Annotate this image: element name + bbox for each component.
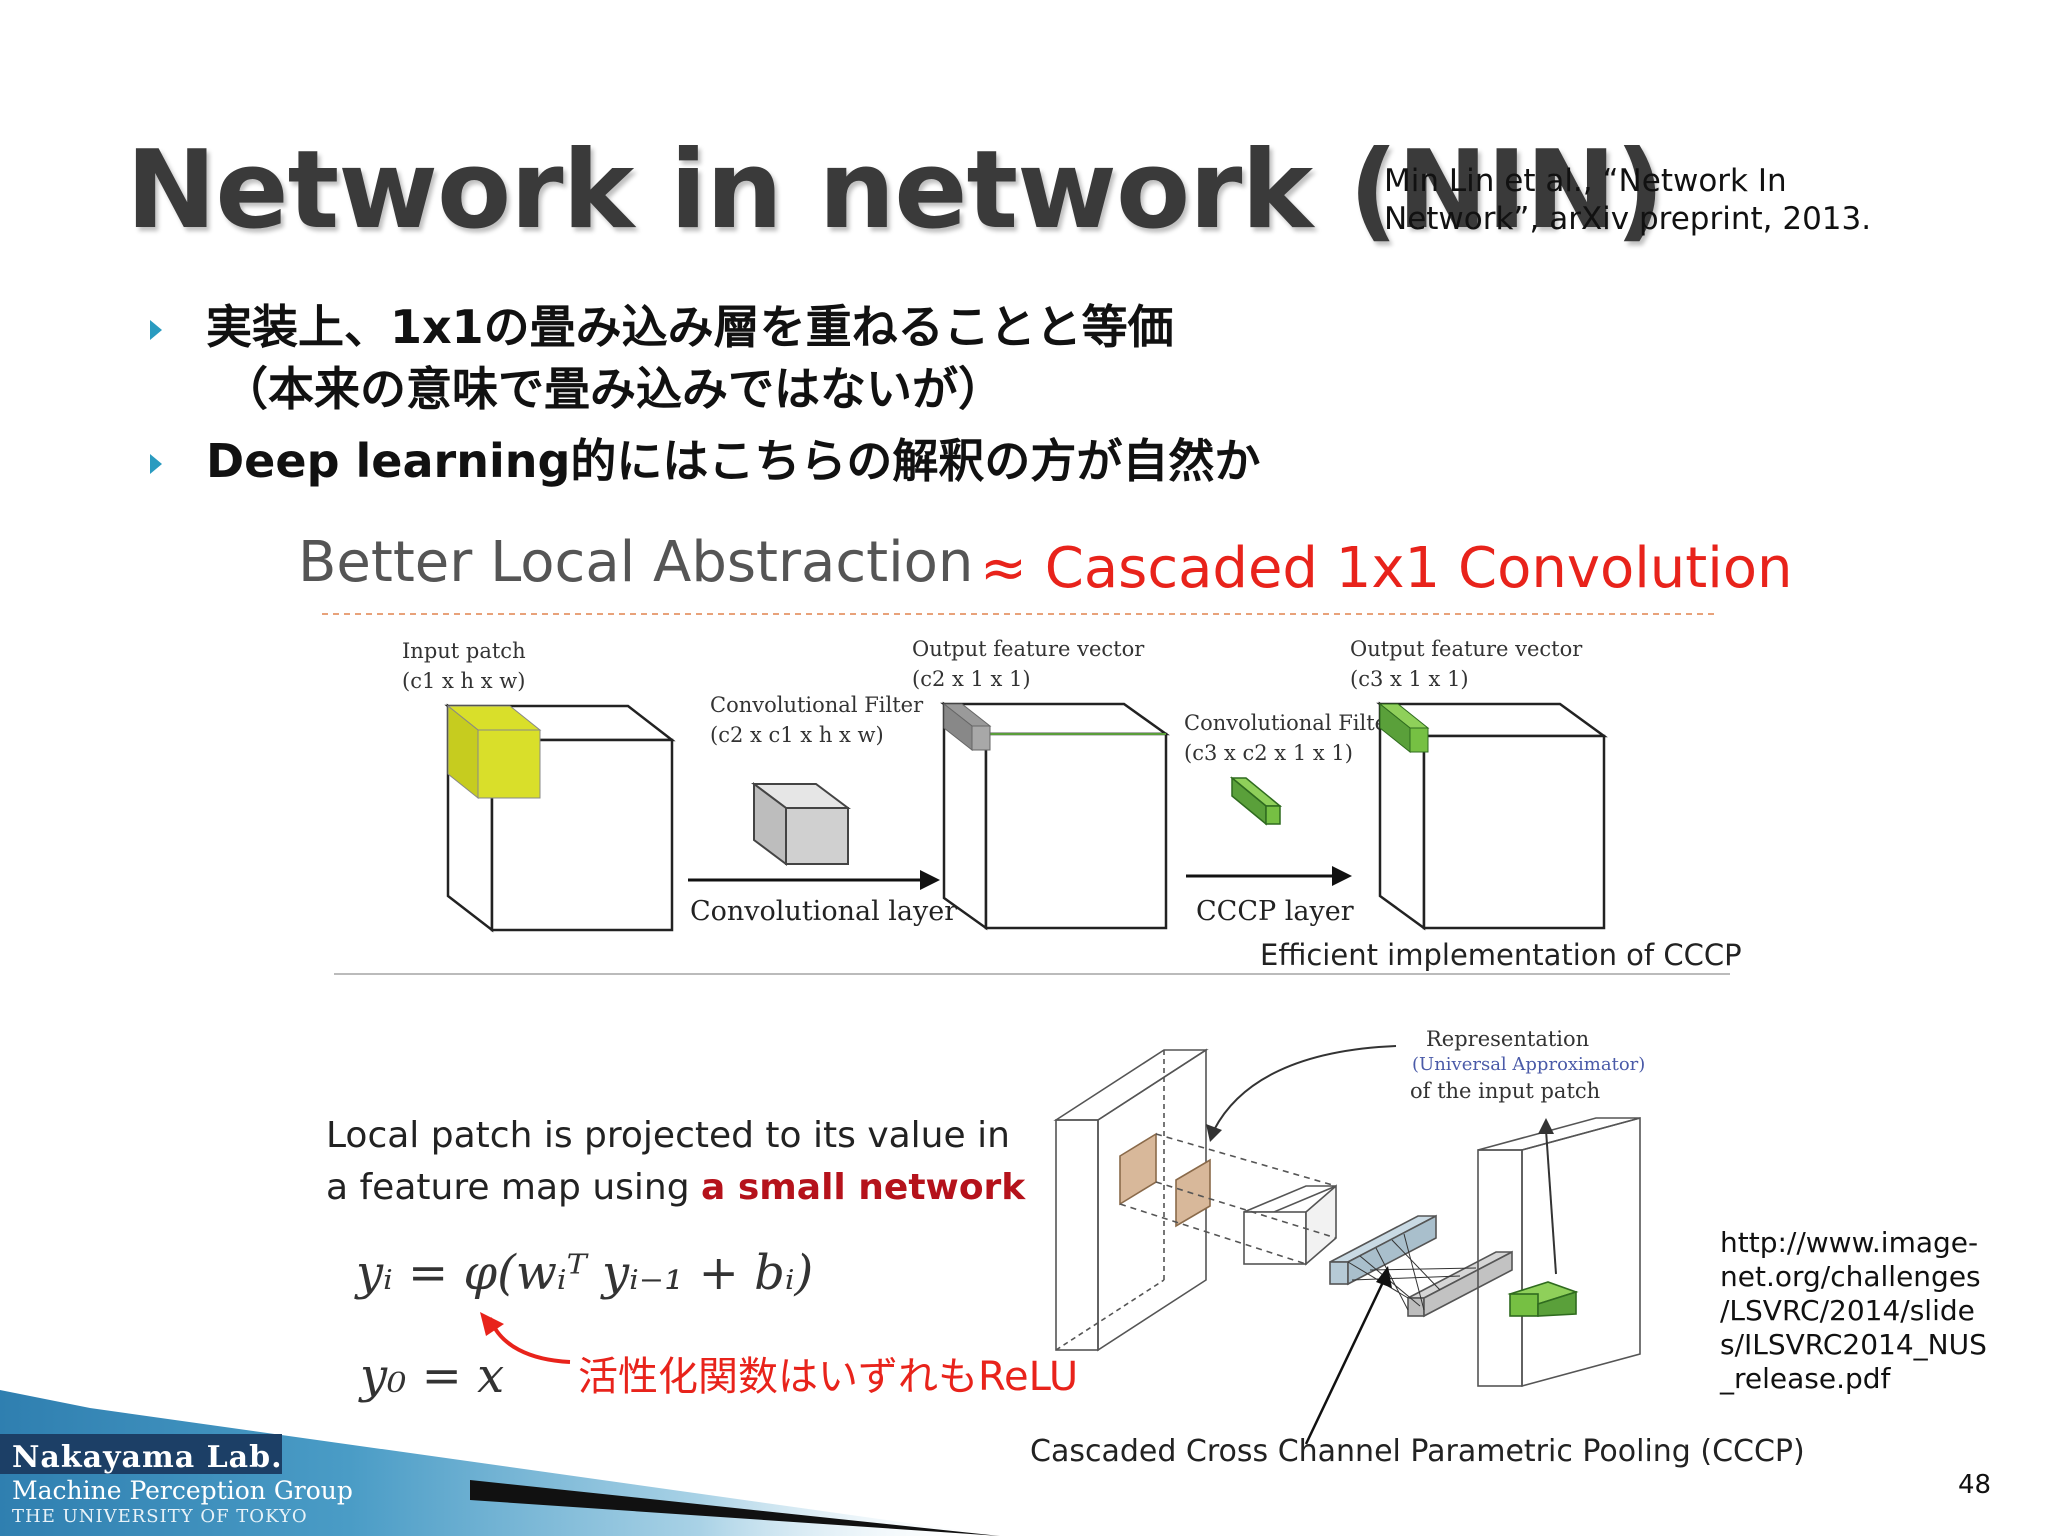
logo-university: THE UNIVERSITY OF TOKYO <box>12 1506 308 1527</box>
local-text-line2: a feature map using a small network <box>326 1162 1025 1214</box>
output-vector-cube-1 <box>940 701 1170 931</box>
representation-label: Representation <box>1426 1027 1589 1051</box>
bullet-2-text: Deep learning的にはこちらの解釈の方が自然か <box>206 434 1261 488</box>
input-patch-label: Input patch <box>402 639 526 663</box>
source-url: http://www.image- net.org/challenges /LS… <box>1720 1226 1987 1395</box>
logo-gradient-shape <box>0 1390 1000 1536</box>
logo-name: Nakayama Lab. <box>12 1440 283 1475</box>
output-vector-1-dims: (c2 x 1 x 1) <box>912 667 1031 691</box>
cccp-arrow-head-icon <box>1332 866 1352 886</box>
output-vector-cube-2 <box>1376 701 1608 931</box>
figure-heading-gray: Better Local Abstraction <box>298 530 974 595</box>
local-patch-text: Local patch is projected to its value in… <box>326 1110 1025 1214</box>
bullet-1-text: 実装上、1x1の畳み込み層を重ねることと等価 <box>206 300 1174 354</box>
conv-filter-label: Convolutional Filter <box>710 693 924 717</box>
slide-title: Network in network (NIN) <box>126 128 1665 253</box>
page-number: 48 <box>1958 1470 1992 1500</box>
up-arrow <box>1545 1129 1557 1275</box>
conv-filter-dims: (c2 x c1 x h x w) <box>710 723 884 747</box>
conv-layer-label: Convolutional layer <box>690 896 957 927</box>
input-patch-dims: (c1 x h x w) <box>402 669 525 693</box>
equation-2: y₀ = x <box>360 1348 505 1404</box>
bullet-1-cont: （本来の意味で畳み込みではないが） <box>222 358 1004 420</box>
local-text-line2-prefix: a feature map using <box>326 1167 702 1208</box>
cccp-pointer-arrow <box>1304 1279 1386 1445</box>
local-text-line1: Local patch is projected to its value in <box>326 1115 1010 1156</box>
cccp-diagram <box>1053 1048 1641 1388</box>
lab-logo-banner <box>0 1390 1000 1536</box>
universal-approximator-label: (Universal Approximator) <box>1412 1054 1645 1075</box>
conv-filter-2-dims: (c3 x c2 x 1 x 1) <box>1184 741 1353 765</box>
logo-group: Machine Perception Group <box>12 1476 353 1505</box>
relu-note: 活性化関数はいずれもReLU <box>578 1354 1079 1400</box>
bullet-arrow-icon <box>150 454 162 474</box>
figure-heading-red: ≈ Cascaded 1x1 Convolution <box>980 536 1793 601</box>
cccp-layer-label: CCCP layer <box>1196 896 1354 927</box>
small-network-highlight: a small network <box>701 1167 1026 1208</box>
input-patch-cube <box>444 703 676 933</box>
representation-arrow <box>1213 1045 1397 1131</box>
bullet-arrow-icon <box>150 320 162 340</box>
cccp-pointer-arrow-head-icon <box>1376 1266 1392 1288</box>
conv-filter-2-label: Convolutional Filter <box>1184 711 1398 735</box>
relu-arrow-head-icon <box>480 1312 504 1336</box>
logo-name-plate <box>0 1434 282 1474</box>
output-vector-1-label: Output feature vector <box>912 637 1145 661</box>
output-vector-2-label: Output feature vector <box>1350 637 1583 661</box>
equation-1: yᵢ = φ(wᵢᵀ yᵢ₋₁ + bᵢ) <box>356 1245 814 1301</box>
conv-arrow-head-icon <box>920 870 940 890</box>
input-patch-of-label: of the input patch <box>1410 1079 1600 1103</box>
logo-black-swoosh <box>470 1480 1000 1536</box>
output-vector-2-dims: (c3 x 1 x 1) <box>1350 667 1469 691</box>
efficient-cccp-label: Efficient implementation of CCCP <box>1260 938 1742 972</box>
cccp-caption: Cascaded Cross Channel Parametric Poolin… <box>1030 1434 1805 1469</box>
conv-filter-2-cube <box>1229 776 1283 826</box>
representation-arrow-head-icon <box>1206 1124 1222 1142</box>
bullet-1-continuation: （本来の意味で畳み込みではないが） <box>222 362 1004 416</box>
up-arrow-head-icon <box>1538 1118 1554 1134</box>
citation: Min Lin et al., “Network In Network”, ar… <box>1384 163 1872 237</box>
conv-filter-cube <box>751 782 851 866</box>
